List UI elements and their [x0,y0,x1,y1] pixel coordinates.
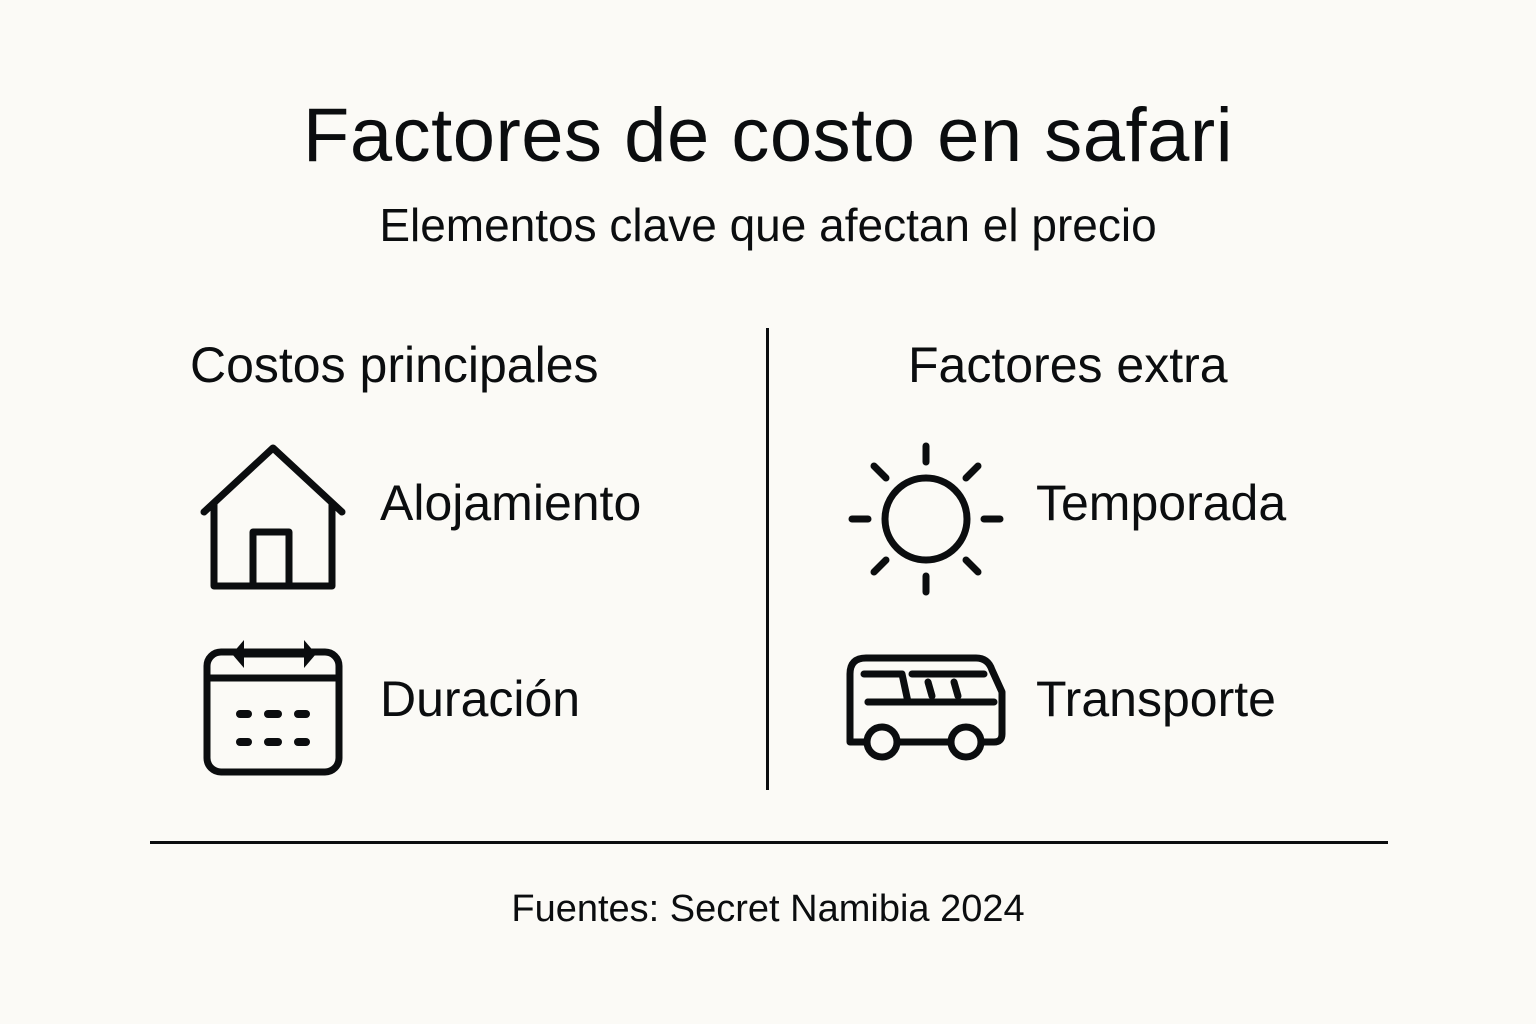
page-subtitle: Elementos clave que afectan el precio [379,199,1157,251]
sun-icon [848,442,1004,596]
page-title: Factores de costo en safari [302,93,1234,178]
item-label-temporada: Temporada [1036,475,1287,531]
column-heading-main-costs: Costos principales [190,337,599,393]
column-heading-extra-factors: Factores extra [908,337,1228,393]
source-footer: Fuentes: Secret Namibia 2024 [511,888,1025,930]
horizontal-divider [150,841,1388,844]
vertical-divider [766,328,769,790]
bus-icon [846,654,1006,761]
item-label-alojamiento: Alojamiento [380,475,642,531]
calendar-icon [203,640,343,776]
item-label-transporte: Transporte [1036,671,1276,727]
item-label-duracion: Duración [380,671,581,727]
house-icon [200,444,346,590]
